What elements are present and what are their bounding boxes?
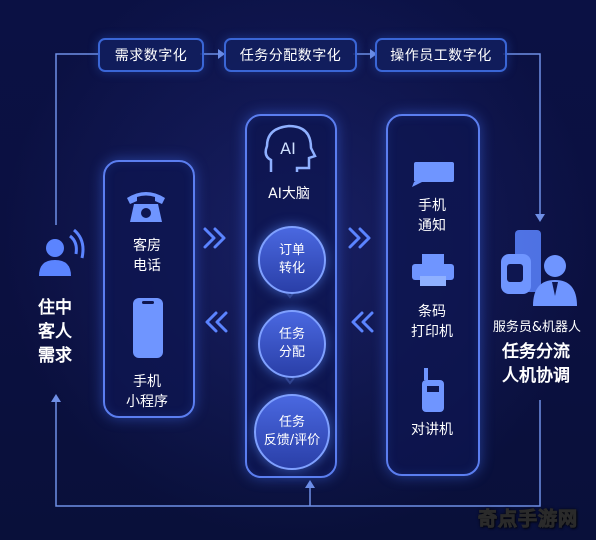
header-demand-digital: 需求数字化 <box>98 38 204 72</box>
top-loop-line <box>55 53 98 225</box>
bottom-loop-line <box>55 400 541 507</box>
ai-brain-label: AI大脑 <box>268 186 310 202</box>
watermark: 奇点手游网 <box>477 504 594 536</box>
ai-head-icon: AI <box>264 124 317 172</box>
walkie-talkie-label: 对讲机 <box>411 422 453 438</box>
chevron-right-icon <box>358 227 371 249</box>
ai-icon-text: AI <box>280 139 296 158</box>
smartphone-icon <box>133 298 163 358</box>
chevron-left-icon <box>215 311 228 333</box>
step-order-conversion: 订单 转化 <box>258 226 326 294</box>
staff-robot-label: 服务员&机器人 <box>492 320 582 335</box>
mini-program-label: 手机 小程序 <box>126 374 168 410</box>
chevron-left-icon <box>205 311 218 333</box>
room-phone-label: 客房 电话 <box>133 238 161 274</box>
phone-notify-label: 手机 通知 <box>418 198 446 234</box>
header-dispatch-digital: 任务分配数字化 <box>224 38 357 72</box>
arrow-head <box>51 394 61 402</box>
arrow-head <box>535 214 545 222</box>
telephone-icon <box>127 192 165 222</box>
chevron-left-icon <box>351 311 364 333</box>
channel-panel <box>103 160 195 418</box>
task-routing-label: 任务分流 人机协调 <box>502 342 570 386</box>
top-right-line <box>503 53 541 216</box>
printer-icon <box>412 254 454 286</box>
step-task-feedback: 任务 反馈/评价 <box>254 394 330 470</box>
chevron-right-icon <box>203 227 216 249</box>
barcode-printer-label: 条码 打印机 <box>411 304 453 340</box>
chevron-right-icon <box>348 227 361 249</box>
arrow-head <box>370 49 377 59</box>
watermark-text: 奇点手游网 <box>477 508 579 531</box>
step-label: 任务 分配 <box>278 327 305 360</box>
step-label: 订单 转化 <box>278 243 305 276</box>
header-operator-digital: 操作员工数字化 <box>375 38 507 72</box>
arrow-head <box>218 49 225 59</box>
guest-icon <box>39 228 85 276</box>
chevron-right-icon <box>213 227 226 249</box>
step-label: 任务 反馈/评价 <box>263 415 321 448</box>
notification-icon <box>412 162 454 187</box>
arrow-head <box>305 480 315 488</box>
guest-demand-label: 住中 客人 需求 <box>38 298 72 366</box>
step-task-assignment: 任务 分配 <box>258 310 326 378</box>
walkie-talkie-icon <box>422 368 444 412</box>
staff-robot-icon <box>501 230 577 306</box>
chevron-left-icon <box>361 311 374 333</box>
